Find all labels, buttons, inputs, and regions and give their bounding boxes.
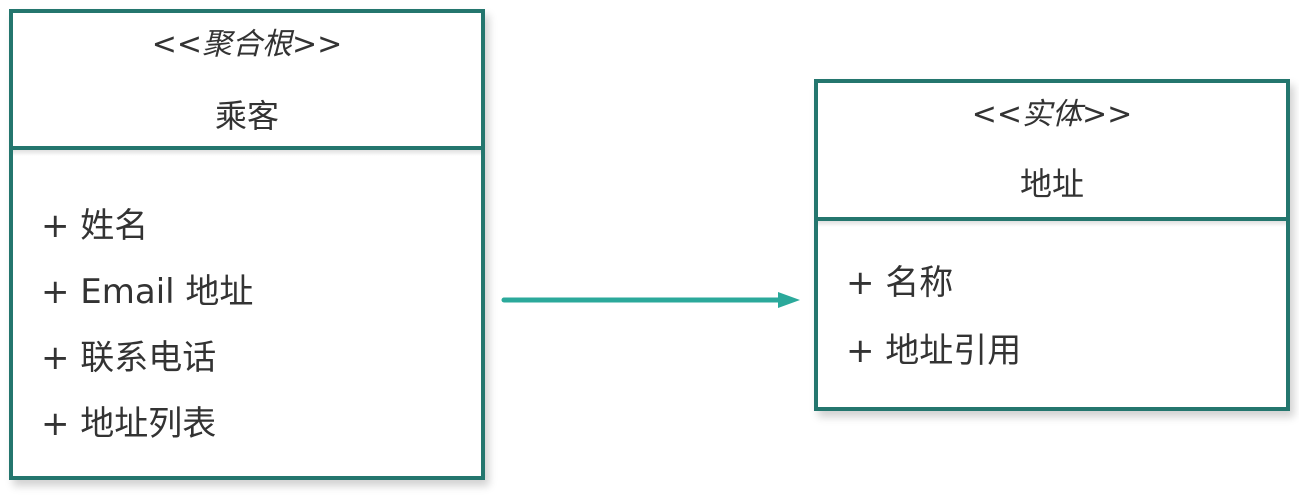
association-arrow xyxy=(501,292,800,308)
class-attribute: + 名称 xyxy=(846,263,954,303)
class-header-passenger: <<聚合根>> 乘客 xyxy=(13,13,481,156)
class-stereotype: <<聚合根>> xyxy=(151,27,343,62)
class-name: 乘客 xyxy=(214,97,279,135)
class-box-passenger: <<聚合根>> 乘客 + 姓名 + Email 地址 + 联系电话 + 地址列表 xyxy=(9,9,485,480)
class-stereotype: <<实体>> xyxy=(971,97,1133,132)
class-attribute: + 联系电话 xyxy=(41,338,217,378)
class-attributes-address: + 名称 + 地址引用 xyxy=(818,221,1286,371)
class-attribute: + Email 地址 xyxy=(41,272,254,312)
arrowhead-icon xyxy=(778,292,800,308)
class-attribute: + 姓名 xyxy=(41,206,149,246)
class-name: 地址 xyxy=(1019,165,1084,203)
class-attributes-passenger: + 姓名 + Email 地址 + 联系电话 + 地址列表 xyxy=(13,150,481,444)
class-header-address: <<实体>> 地址 xyxy=(818,83,1286,227)
class-box-address: <<实体>> 地址 + 名称 + 地址引用 xyxy=(814,79,1290,411)
class-attribute: + 地址列表 xyxy=(41,404,217,444)
class-attribute: + 地址引用 xyxy=(846,331,1022,371)
